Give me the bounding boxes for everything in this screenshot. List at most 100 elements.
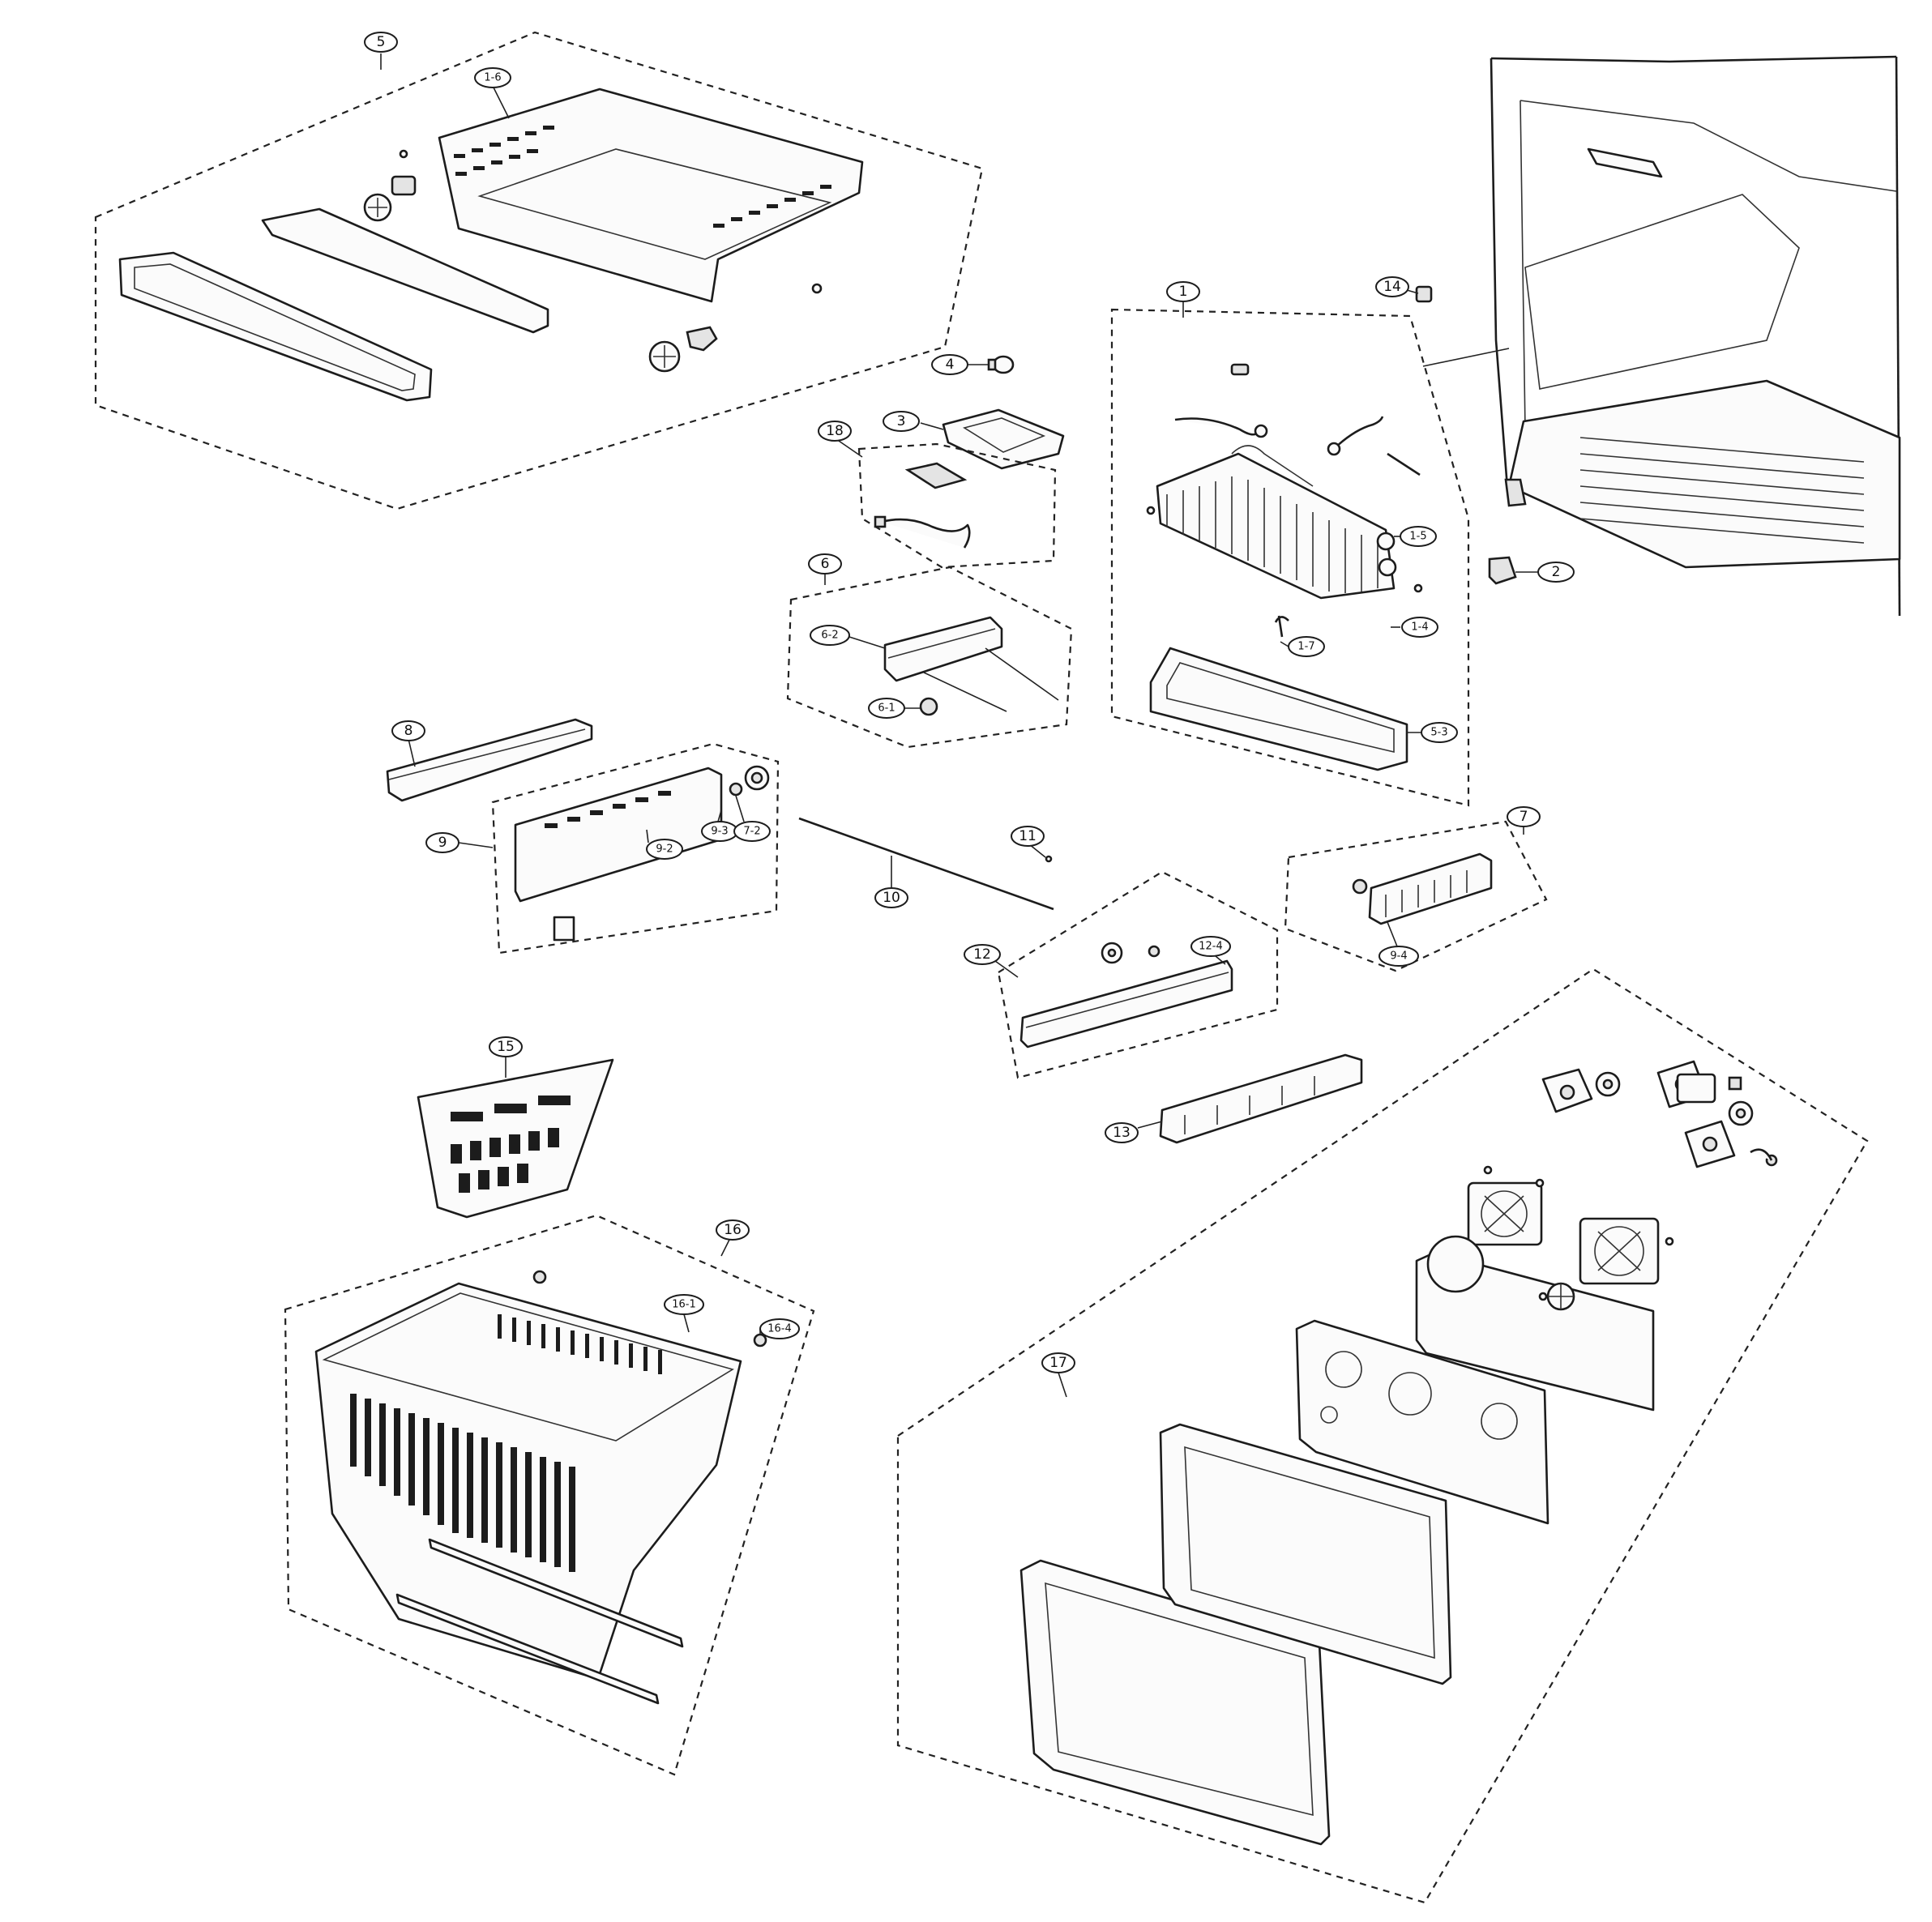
leader-6-screw-a xyxy=(923,672,1007,712)
callout-7-2: 9-4 xyxy=(1378,946,1419,967)
basket-clip-right xyxy=(753,1333,767,1348)
callout-17: 17 xyxy=(1041,1352,1075,1373)
group-12-guide xyxy=(997,870,1279,1079)
gear-12 xyxy=(1101,942,1123,964)
svg-text:10: 10 xyxy=(883,890,900,906)
leader-16 xyxy=(720,1239,730,1257)
motor-gear-b xyxy=(1595,1071,1621,1097)
basket-slots-back xyxy=(498,1314,662,1374)
part-3-lamp-cover xyxy=(942,408,1065,470)
defrost-heater-wire-a xyxy=(1174,417,1259,436)
svg-text:6-1: 6-1 xyxy=(878,703,895,715)
sensor-clip xyxy=(1230,363,1250,376)
svg-text:15: 15 xyxy=(497,1039,515,1055)
callout-16-4: 16-4 xyxy=(759,1318,800,1339)
group-9-fan-shroud xyxy=(491,742,780,955)
g17-screw-c xyxy=(1665,1236,1674,1246)
g17-screw-b xyxy=(1535,1178,1545,1188)
g17-screw-d xyxy=(1538,1292,1548,1301)
callout-5: 5 xyxy=(364,32,398,53)
drain-pan xyxy=(1149,647,1408,771)
callout-2: 2 xyxy=(1537,562,1575,583)
callout-6-1: 6-1 xyxy=(868,698,905,719)
leader-6-2 xyxy=(848,636,886,649)
fan-housing-left xyxy=(1467,1181,1543,1246)
callout-8: 8 xyxy=(391,720,425,741)
callout-6: 6 xyxy=(808,553,842,574)
part-14-clip xyxy=(1415,285,1433,303)
screw-5b xyxy=(399,149,408,159)
duct-cover-edge xyxy=(887,628,996,659)
svg-text:16-4: 16-4 xyxy=(767,1323,792,1335)
insulation-panel xyxy=(1295,1319,1549,1525)
evaporator-cover-rear-inner xyxy=(1184,1446,1435,1659)
group-16-basket xyxy=(284,1214,815,1776)
basket-rim xyxy=(322,1292,734,1442)
callout-3: 3 xyxy=(883,411,920,432)
slide-rail-lower xyxy=(395,1593,660,1705)
evap-screw-b xyxy=(1413,583,1423,593)
part-2-bracket xyxy=(1488,556,1517,585)
drawer-front-panel-inner xyxy=(134,263,416,391)
svg-text:8: 8 xyxy=(404,723,413,739)
callout-15: 15 xyxy=(489,1036,523,1057)
callout-1-7: 5-3 xyxy=(1421,722,1458,743)
callout-11: 11 xyxy=(1011,826,1045,847)
svg-text:7-2: 7-2 xyxy=(743,826,760,838)
callout-10: 10 xyxy=(874,887,908,908)
wire-harness-18 xyxy=(881,518,971,549)
part-10-rod xyxy=(798,817,1054,911)
evaporator-cover-rear xyxy=(1159,1423,1452,1685)
motor-bracket-a xyxy=(1541,1068,1593,1113)
thermistor-wire xyxy=(1750,1148,1773,1161)
shroud-panel xyxy=(514,767,723,903)
divider-vents xyxy=(451,1096,571,1193)
basket-slots-front xyxy=(350,1394,575,1572)
evaporator-cover-front xyxy=(1019,1559,1331,1846)
bracket-7-teeth xyxy=(1385,870,1468,917)
part-4-lamp xyxy=(987,355,1015,374)
roller-upper xyxy=(363,193,392,222)
control-board xyxy=(904,462,968,489)
roller-guide-lower xyxy=(686,326,718,352)
part-9-2-washer xyxy=(729,782,743,797)
group-16-outline xyxy=(284,1214,815,1776)
leader-1-6 xyxy=(1280,641,1289,647)
svg-text:2: 2 xyxy=(1552,564,1561,580)
part-8-cover xyxy=(386,718,593,802)
callout-7: 7 xyxy=(1507,806,1541,827)
roller-guide-upper xyxy=(391,175,417,196)
cabinet-floor xyxy=(1507,379,1901,569)
callout-12-4: 12-4 xyxy=(1190,936,1231,957)
evaporator-tube xyxy=(1231,445,1314,487)
svg-text:9: 9 xyxy=(438,835,447,851)
insulation-panel-holes xyxy=(1320,1351,1518,1440)
svg-text:6-2: 6-2 xyxy=(821,630,838,642)
group-5-outline xyxy=(94,31,984,510)
cabinet-divider xyxy=(1524,194,1800,390)
part-13-rail-ribs xyxy=(1184,1076,1315,1134)
callout-16: 16 xyxy=(716,1219,750,1241)
motor-bracket-c xyxy=(1684,1120,1736,1168)
svg-text:1: 1 xyxy=(1179,284,1188,300)
part-11-screw xyxy=(1045,855,1053,863)
svg-text:12-4: 12-4 xyxy=(1199,941,1223,953)
group-5-crisper-drawer xyxy=(94,31,984,510)
callout-13: 13 xyxy=(1105,1122,1139,1143)
callout-1-4: 1-4 xyxy=(1401,617,1438,638)
callout-9-4: 9-3 xyxy=(701,821,738,842)
leader-9-3 xyxy=(646,829,649,844)
group-1-outline xyxy=(1110,308,1470,807)
callout-4: 4 xyxy=(931,354,968,375)
evap-screw-a xyxy=(1146,506,1156,515)
svg-text:9-3: 9-3 xyxy=(711,826,728,838)
svg-text:1-5: 1-5 xyxy=(1409,531,1426,543)
group-1-evaporator xyxy=(1110,308,1470,807)
bracket-7-cap xyxy=(1352,878,1368,895)
svg-text:3: 3 xyxy=(897,413,906,429)
sensor-probe xyxy=(1274,615,1289,638)
callout-5-3: 1-6 xyxy=(474,67,511,88)
group-12-outline xyxy=(997,870,1279,1079)
cabinet-shelf-support xyxy=(1587,147,1663,178)
